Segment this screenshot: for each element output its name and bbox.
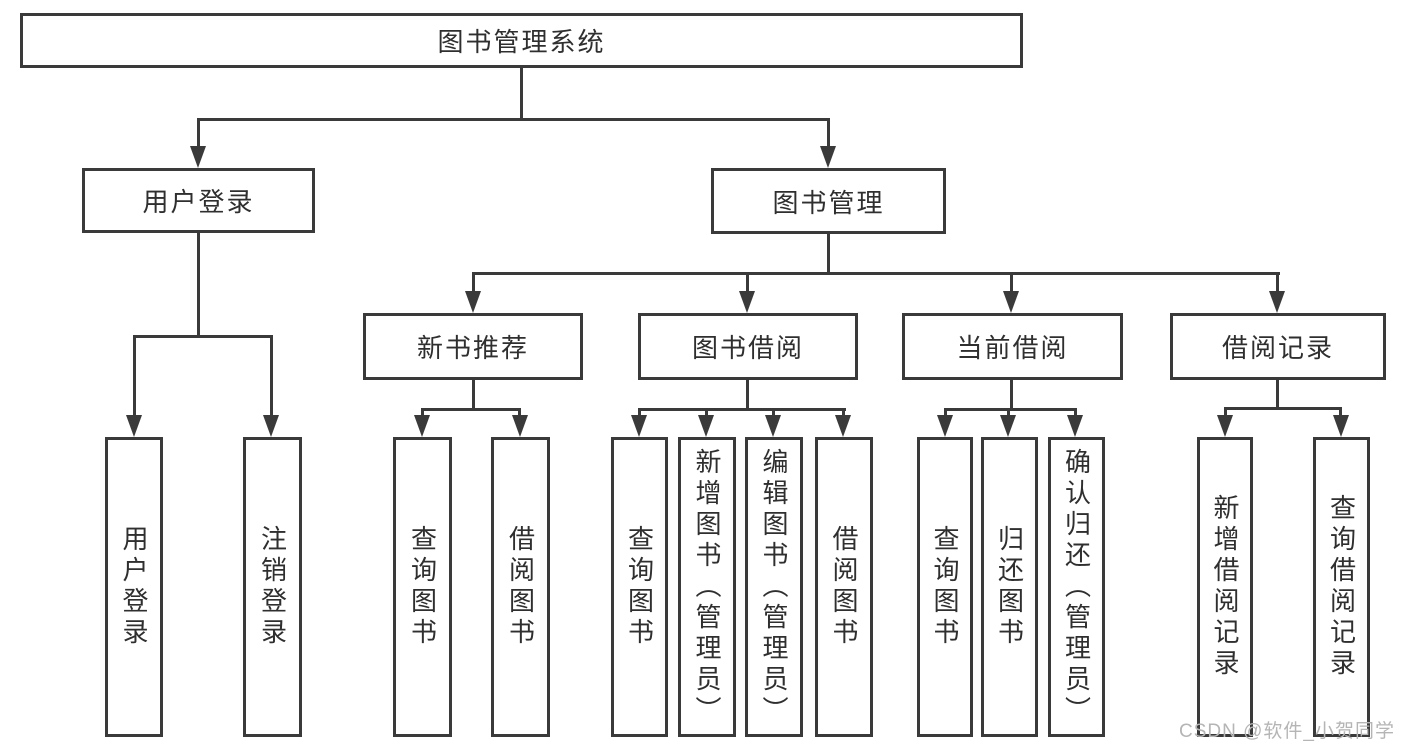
- leaf-user-login: 用户登录: [105, 437, 163, 737]
- arrowhead-down-icon: [1067, 415, 1083, 437]
- arrowhead-down-icon: [1217, 415, 1233, 437]
- arrowhead-down-icon: [1269, 291, 1285, 313]
- arrowhead-down-icon: [937, 415, 953, 437]
- leaf-query-books-recommend: 查询图书: [393, 437, 452, 737]
- arrowhead-down-icon: [835, 415, 851, 437]
- arrowhead-down-icon: [263, 415, 279, 437]
- leaf-label: 借阅图书: [505, 525, 536, 649]
- leaf-return-books: 归还图书: [981, 437, 1038, 737]
- leaf-query-books-borrowing: 查询图书: [611, 437, 668, 737]
- leaf-label: 查询图书: [930, 525, 960, 649]
- leaf-label: 用户登录: [119, 525, 149, 649]
- connector-bookmgmt-drop: [1010, 275, 1013, 293]
- connector-root-drop: [197, 118, 200, 148]
- connector-records-drop: [1339, 407, 1342, 417]
- node-library-system: 图书管理系统: [20, 13, 1023, 68]
- connector-borrow-stem: [746, 380, 749, 411]
- leaf-query-borrow-record: 查询借阅记录: [1313, 437, 1370, 737]
- connector-current-drop: [944, 408, 947, 417]
- connector-userlogin-stem: [197, 233, 200, 338]
- node-book-management: 图书管理: [711, 168, 946, 234]
- connector-records-drop: [1224, 407, 1227, 417]
- connector-records-stem: [1276, 380, 1279, 410]
- connector-borrow-bar: [638, 408, 846, 411]
- node-new-book-recommendation: 新书推荐: [363, 313, 583, 380]
- connector-bookmgmt-drop: [746, 275, 749, 293]
- connector-newbook-stem: [472, 380, 475, 411]
- connector-root-stem: [520, 68, 523, 120]
- node-borrowing-records: 借阅记录: [1170, 313, 1386, 380]
- connector-borrow-drop: [842, 408, 845, 417]
- leaf-borrow-books-recommend: 借阅图书: [491, 437, 550, 737]
- connector-bookmgmt-stem: [827, 234, 830, 275]
- leaf-label: 借阅图书: [829, 525, 859, 649]
- connector-bookmgmt-bar: [472, 272, 1280, 275]
- arrowhead-down-icon: [739, 291, 755, 313]
- arrowhead-down-icon: [465, 291, 481, 313]
- node-book-borrowing: 图书借阅: [638, 313, 858, 380]
- leaf-label: 编辑图书（管理员）: [759, 447, 789, 727]
- connector-records-bar: [1224, 407, 1342, 410]
- connector-borrow-drop: [638, 408, 641, 417]
- arrowhead-down-icon: [1003, 291, 1019, 313]
- leaf-label: 查询图书: [407, 525, 438, 649]
- leaf-borrow-books-borrowing: 借阅图书: [815, 437, 873, 737]
- connector-root-drop: [827, 118, 830, 148]
- connector-userlogin-drop: [270, 338, 273, 417]
- connector-borrow-drop: [772, 408, 775, 417]
- arrowhead-down-icon: [190, 146, 206, 168]
- connector-newbook-drop: [421, 408, 424, 417]
- arrowhead-down-icon: [414, 415, 430, 437]
- leaf-confirm-return-admin: 确认归还（管理员）: [1048, 437, 1105, 737]
- arrowhead-down-icon: [698, 415, 714, 437]
- arrowhead-down-icon: [126, 415, 142, 437]
- connector-current-drop: [1074, 408, 1077, 417]
- arrowhead-down-icon: [820, 146, 836, 168]
- arrowhead-down-icon: [631, 415, 647, 437]
- leaf-add-borrow-record: 新增借阅记录: [1197, 437, 1253, 737]
- node-user-login: 用户登录: [82, 168, 315, 233]
- connector-bookmgmt-drop: [1276, 275, 1279, 293]
- leaf-label: 查询借阅记录: [1326, 494, 1357, 680]
- leaf-label: 归还图书: [994, 525, 1025, 649]
- node-current-borrowing: 当前借阅: [902, 313, 1123, 380]
- arrowhead-down-icon: [1333, 415, 1349, 437]
- connector-newbook-drop: [518, 408, 521, 417]
- leaf-label: 新增借阅记录: [1210, 494, 1240, 680]
- connector-current-drop: [1007, 408, 1010, 417]
- leaf-logout: 注销登录: [243, 437, 302, 737]
- leaf-edit-book-admin: 编辑图书（管理员）: [745, 437, 803, 737]
- connector-bookmgmt-drop: [472, 275, 475, 293]
- connector-borrow-drop: [705, 408, 708, 417]
- connector-newbook-bar: [421, 408, 521, 411]
- connector-userlogin-drop: [133, 338, 136, 417]
- leaf-add-book-admin: 新增图书（管理员）: [678, 437, 736, 737]
- leaf-label: 确认归还（管理员）: [1061, 447, 1092, 727]
- connector-current-stem: [1010, 380, 1013, 411]
- arrowhead-down-icon: [1000, 415, 1016, 437]
- arrowhead-down-icon: [512, 415, 528, 437]
- leaf-query-books-current: 查询图书: [917, 437, 973, 737]
- leaf-label: 注销登录: [257, 525, 288, 649]
- leaf-label: 查询图书: [624, 525, 655, 649]
- connector-current-bar: [944, 408, 1077, 411]
- leaf-label: 新增图书（管理员）: [692, 447, 722, 727]
- connector-root-bar: [197, 118, 830, 121]
- arrowhead-down-icon: [765, 415, 781, 437]
- watermark: CSDN @软件_小贺同学: [1179, 721, 1395, 742]
- connector-userlogin-bar: [133, 335, 273, 338]
